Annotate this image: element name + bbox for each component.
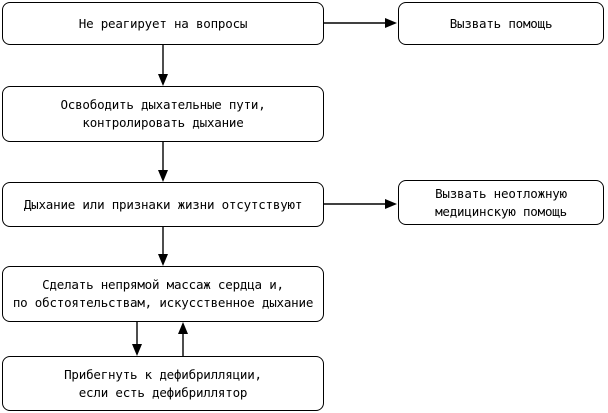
step-defibrillation: Прибегнуть к дефибрилляции, если есть де… [2,356,324,411]
arrow-defib-to-cpr [178,322,188,356]
step-no-response: Не реагирует на вопросы [2,2,324,45]
step-call-emergency: Вызвать неотложную медицинскую помощь [398,180,604,225]
step-clear-airway-line-2: контролировать дыхание [82,115,244,130]
step-call-emergency-line-1: Вызвать неотложную [435,185,567,201]
arrow-no-response-to-airway [158,45,168,86]
step-clear-airway-line-1: Освободить дыхательные пути, [60,97,266,112]
arrow-no-response-to-call-help [324,18,397,28]
step-call-help: Вызвать помощь [398,2,604,45]
step-clear-airway: Освободить дыхательные пути, контролиров… [2,86,324,142]
arrow-cpr-to-defib [132,322,142,356]
arrow-airway-to-no-breathing [158,142,168,182]
step-no-response-line-1: Не реагирует на вопросы [78,15,248,31]
step-chest-compressions: Сделать непрямой массаж сердца и, по обс… [2,266,324,322]
step-defibrillation-line-2: если есть дефибриллятор [78,384,248,400]
step-chest-compressions-line-1: Сделать непрямой массаж сердца и, [42,277,284,292]
arrow-no-breathing-to-cpr [158,227,168,266]
step-defibrillation-line-1: Прибегнуть к дефибрилляции, [64,366,262,382]
step-call-emergency-line-2: медицинскую помощь [435,203,567,219]
step-chest-compressions-line-2: по обстоятельствам, искусственное дыхани… [12,295,314,310]
arrow-no-breathing-to-call-emergency [324,199,397,209]
step-no-breathing: Дыхание или признаки жизни отсутствуют [2,182,324,227]
step-no-breathing-line-1: Дыхание или признаки жизни отсутствуют [23,196,303,212]
step-call-help-line-1: Вызвать помощь [449,15,553,31]
